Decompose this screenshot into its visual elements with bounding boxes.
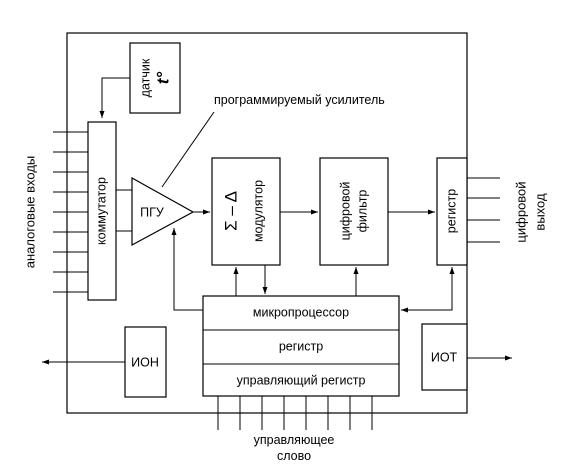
control-word-label-2: слово bbox=[277, 449, 311, 463]
microprocessor-stack bbox=[202, 295, 400, 397]
output-register-label: регистр bbox=[444, 189, 458, 233]
pga-callout-line bbox=[161, 111, 215, 188]
control-word-lines bbox=[217, 396, 373, 430]
ion-block bbox=[124, 326, 167, 398]
modulator-label: модулятор bbox=[251, 180, 265, 242]
microprocessor-label: микропроцессор bbox=[253, 305, 349, 319]
sensor-label: датчик bbox=[138, 58, 152, 97]
control-register-label: управляющий регистр bbox=[237, 373, 366, 387]
iot-label: ИОТ bbox=[431, 350, 458, 364]
ion-label: ИОН bbox=[131, 355, 159, 369]
pga-callout-label: программируемый усилитель bbox=[214, 93, 385, 107]
control-word-label-1: управляющее bbox=[254, 433, 335, 447]
digital-filter-label-2: фильтр bbox=[355, 190, 369, 233]
sensor-symbol: t° bbox=[153, 72, 172, 85]
pga-triangle bbox=[131, 176, 195, 247]
pga-label: ПГУ bbox=[140, 205, 164, 219]
iot-block bbox=[421, 323, 468, 391]
digital-filter-label-1: цифровой bbox=[338, 182, 352, 241]
mcu-to-register-arrow bbox=[403, 267, 455, 311]
digital-filter-block bbox=[319, 157, 389, 266]
digital-output-lines bbox=[467, 177, 500, 243]
digital-output-label-2: выход bbox=[532, 193, 547, 231]
sigma-delta-modulator-block bbox=[211, 157, 281, 266]
register-label: регистр bbox=[279, 339, 323, 353]
modulator-symbol: Σ – Δ bbox=[221, 191, 240, 231]
sensor-to-commutator-arrow bbox=[99, 77, 130, 118]
analog-inputs-label: аналоговые входы bbox=[22, 156, 37, 269]
output-register-block bbox=[436, 157, 468, 266]
digital-output-label-1: цифровой bbox=[513, 181, 528, 242]
analog-input-lines bbox=[53, 131, 88, 293]
commutator-block bbox=[87, 121, 117, 301]
mcu-to-pga-arrow bbox=[171, 228, 203, 311]
commutator-label: коммутатор bbox=[94, 177, 108, 245]
